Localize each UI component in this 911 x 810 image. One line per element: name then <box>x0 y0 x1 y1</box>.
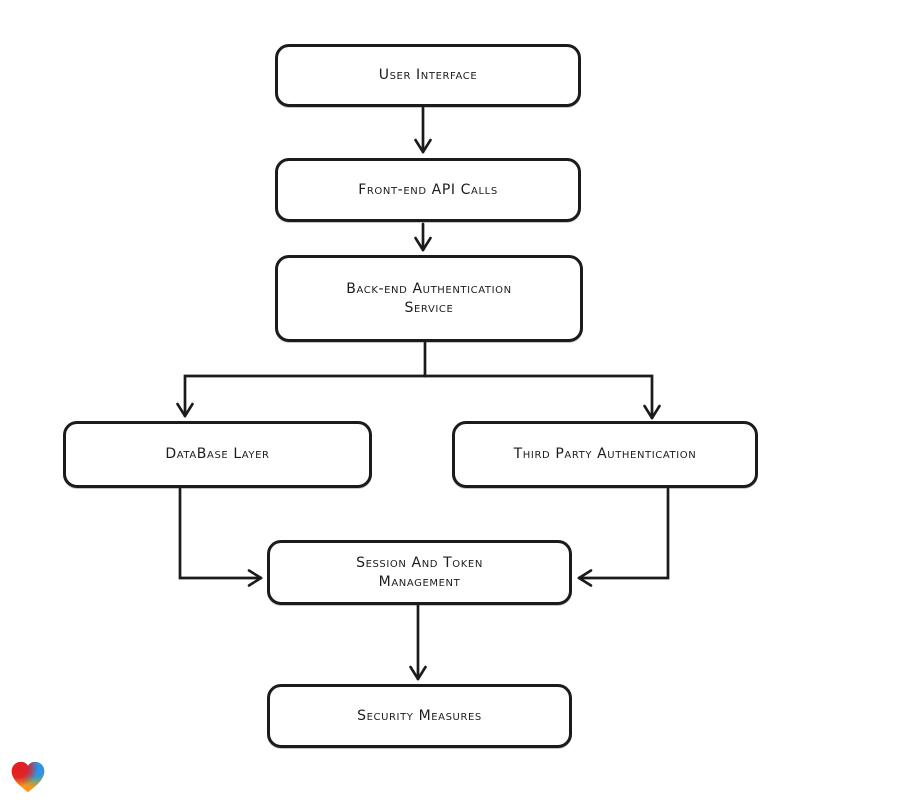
edge-thirdparty-to-session <box>577 487 670 587</box>
node-user-interface: User Interface <box>275 44 581 107</box>
node-label: DataBase Layer <box>165 446 270 462</box>
node-label: User Interface <box>378 67 478 83</box>
node-back-end-authentication-service: Back-end Authentication Service <box>275 255 583 342</box>
node-database-layer: DataBase Layer <box>63 421 372 488</box>
heart-icon <box>11 761 45 793</box>
lovable-heart-logo[interactable] <box>10 760 46 796</box>
node-front-end-api-calls: Front-end API Calls <box>275 158 581 222</box>
node-label: Front-end API Calls <box>358 181 498 198</box>
edge-backend-to-thirdparty <box>423 374 661 420</box>
edge-database-to-session <box>178 487 263 587</box>
node-third-party-authentication: Third Party Authentication <box>452 421 758 488</box>
node-session-and-token-management: Session And Token Management <box>267 540 572 605</box>
node-security-measures: Security Measures <box>267 684 572 748</box>
edge-backend-to-database <box>176 374 427 418</box>
node-label: Third Party Authentication <box>513 446 697 462</box>
node-label: Security Measures <box>357 707 482 724</box>
node-label: Session And Token Management <box>356 554 483 590</box>
node-label: Back-end Authentication Service <box>346 280 512 316</box>
